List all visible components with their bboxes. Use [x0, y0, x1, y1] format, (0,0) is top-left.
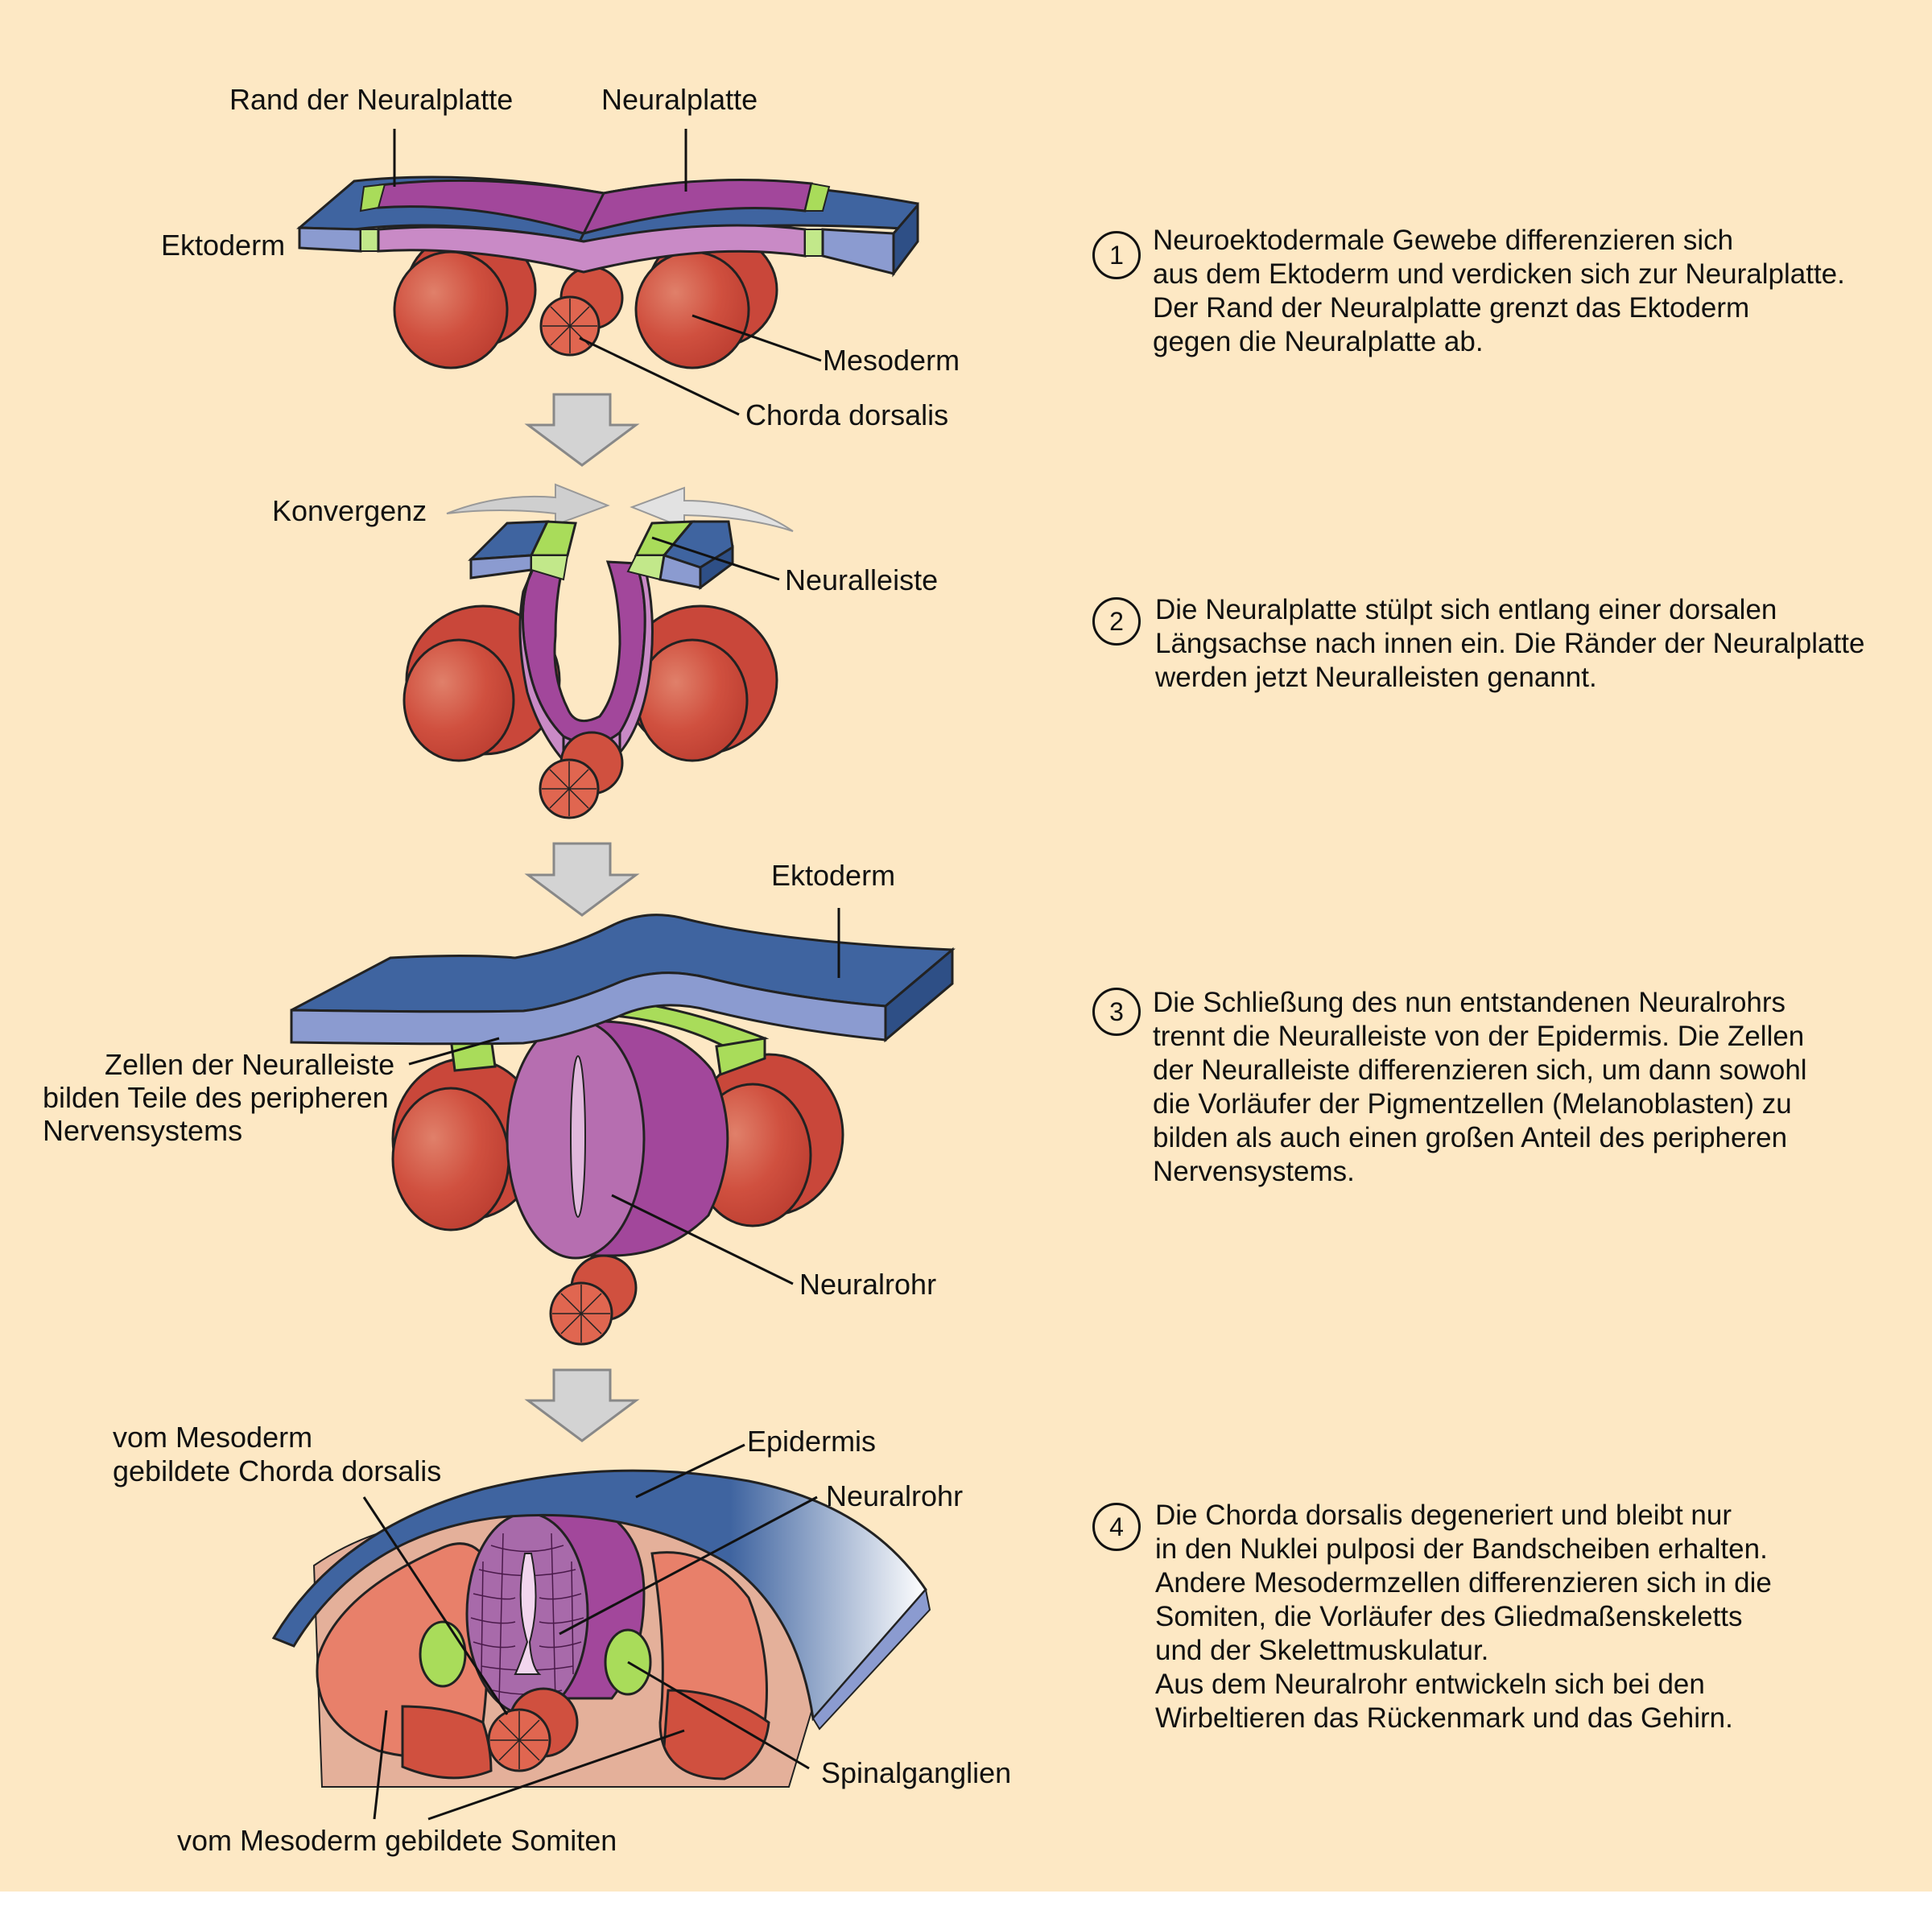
stage3-illustration: [290, 914, 956, 1346]
transition-arrow-3: [524, 1368, 640, 1442]
stage1-illustration: [296, 175, 919, 369]
chorda-dorsalis-rod-3: [549, 1254, 638, 1346]
step-number-2: 2: [1092, 597, 1141, 646]
label-mesoderm: Mesoderm: [823, 344, 960, 377]
stage4-leader-lines: [362, 1443, 818, 1821]
label-neural-tube-4: Neuralrohr: [826, 1479, 964, 1512]
epidermis-sheet-4: [271, 1469, 931, 1731]
somite-right-4: [650, 1551, 770, 1780]
stage3-leader-lines: [408, 908, 840, 1285]
neural-tube-3: [506, 1018, 729, 1260]
label-crest-cells-line1: Zellen der Neuralleiste: [105, 1048, 395, 1081]
label-crest-cells-line2: bilden Teile des peripheren: [43, 1081, 389, 1114]
label-epidermis: Epidermis: [747, 1425, 877, 1458]
stage4-illustration: [271, 1469, 931, 1788]
stage2-illustration: [402, 483, 794, 819]
label-neural-crest: Neuralleiste: [785, 563, 939, 596]
neural-tube-section-4: [465, 1512, 589, 1716]
transition-arrow-1: [524, 393, 640, 467]
label-chorda-4-line1: vom Mesoderm: [113, 1421, 313, 1454]
label-convergence: Konvergenz: [272, 494, 427, 527]
mesoderm-left-block-3: [391, 1057, 543, 1231]
stage1-leader-lines: [393, 129, 822, 416]
convergence-arrow-left: [446, 483, 610, 526]
label-neural-plate-edge: Rand der Neuralplatte: [229, 83, 514, 116]
transition-arrow-2: [524, 842, 640, 917]
somite-left-4: [316, 1542, 493, 1780]
label-ectoderm-1: Ektoderm: [161, 229, 286, 262]
mesoderm-right-block-2: [622, 604, 778, 762]
chorda-dorsalis-rod-2: [539, 731, 624, 819]
spinal-ganglion-left: [419, 1620, 467, 1688]
step-number-3: 3: [1092, 988, 1141, 1036]
ectoderm-fragment-left: [468, 520, 577, 581]
label-neural-plate: Neuralplatte: [601, 83, 758, 116]
step-description-3: Die Schließung des nun entstandenen Neur…: [1153, 987, 1807, 1187]
step-description-2: Die Neuralplatte stülpt sich entlang ein…: [1155, 594, 1865, 693]
stage2-leader-lines: [651, 536, 780, 581]
label-chorda-dorsalis-1: Chorda dorsalis: [745, 398, 949, 431]
step-number-1: 1: [1092, 231, 1141, 279]
label-ectoderm-3: Ektoderm: [771, 859, 896, 892]
ectoderm-sheet-3: [290, 914, 956, 1046]
label-neural-tube-3: Neuralrohr: [799, 1268, 937, 1301]
label-crest-cells-line3: Nervensystems: [43, 1114, 243, 1147]
mesoderm-left-block: [393, 230, 537, 369]
chorda-dorsalis-rod: [539, 266, 624, 357]
mesoderm-right-block: [634, 230, 778, 369]
label-somites: vom Mesoderm gebildete Somiten: [177, 1824, 617, 1857]
step-description-1: Neuroektodermale Gewebe differenzieren s…: [1153, 225, 1845, 357]
label-spinal-ganglia: Spinalganglien: [821, 1756, 1012, 1789]
ectoderm-fragment-right: [626, 520, 734, 590]
chorda-dorsalis-remnant-4: [487, 1687, 579, 1772]
convergence-arrow-right: [630, 486, 794, 532]
step-number-4: 4: [1092, 1503, 1141, 1551]
step-description-4: Die Chorda dorsalis degeneriert und blei…: [1155, 1500, 1772, 1734]
label-chorda-4-line2: gebildete Chorda dorsalis: [113, 1454, 442, 1487]
